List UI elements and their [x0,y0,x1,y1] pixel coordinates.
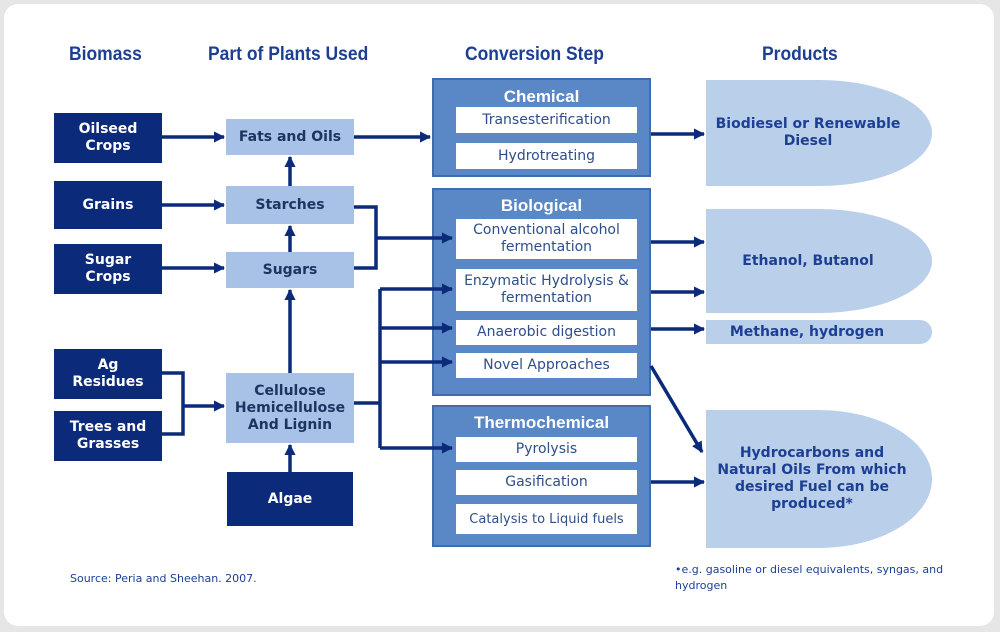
step-catalysis-liquid-fuels: Catalysis to Liquid fuels [456,504,637,534]
header-parts: Part of Plants Used [208,44,369,65]
panel-chemical: Chemical Transesterification Hydrotreati… [432,78,651,177]
biomass-algae: Algae [227,472,353,526]
product-biodiesel: Biodiesel or Renewable Diesel [706,80,932,186]
step-conventional-fermentation: Conventional alcohol fermentation [456,219,637,259]
panel-thermochemical: Thermochemical Pyrolysis Gasification Ca… [432,405,651,547]
biomass-oilseed-crops: Oilseed Crops [54,113,162,163]
part-starches: Starches [226,186,354,224]
biomass-trees-grasses: Trees and Grasses [54,411,162,461]
part-sugars: Sugars [226,252,354,288]
step-pyrolysis: Pyrolysis [456,437,637,462]
step-transesterification: Transesterification [456,107,637,133]
header-conversion: Conversion Step [465,44,604,65]
panel-biological: Biological Conventional alcohol fermenta… [432,188,651,396]
panel-biological-title: Biological [500,196,583,215]
product-ethanol-butanol: Ethanol, Butanol [706,209,932,313]
step-novel-approaches: Novel Approaches [456,353,637,378]
product-footnote: •e.g. gasoline or diesel equivalents, sy… [675,563,944,592]
biomass-sugar-crops: Sugar Crops [54,244,162,294]
source-citation: Source: Peria and Sheehan. 2007. [70,572,257,585]
step-enzymatic-hydrolysis: Enzymatic Hydrolysis & fermentation [456,269,637,311]
part-fats-oils: Fats and Oils [226,119,354,155]
biomass-grains: Grains [54,181,162,229]
product-methane-hydrogen: Methane, hydrogen [706,320,932,344]
biomass-ag-residues: Ag Residues [54,349,162,399]
panel-chemical-title: Chemical [503,87,580,106]
bracket-ag-trees [162,371,185,436]
arrow-novel-hydrocarbons [649,365,704,453]
header-products: Products [762,44,838,65]
bracket-starches-sugars [354,205,378,270]
step-gasification: Gasification [456,470,637,495]
panel-thermochemical-title: Thermochemical [473,413,610,432]
product-hydrocarbons: Hydrocarbons and Natural Oils From which… [706,410,932,548]
step-hydrotreating: Hydrotreating [456,143,637,169]
header-biomass: Biomass [69,44,142,65]
part-cellulose-hemicellulose-lignin: Cellulose Hemicellulose And Lignin [226,373,354,443]
step-anaerobic-digestion: Anaerobic digestion [456,320,637,345]
